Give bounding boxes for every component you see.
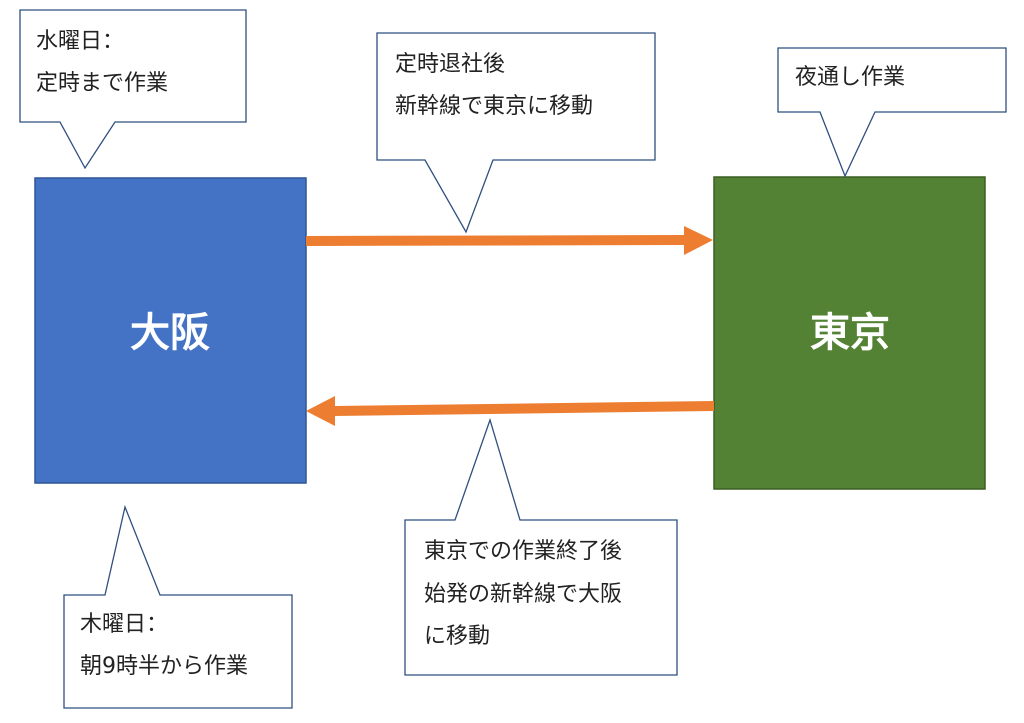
callout-after-work: 定時退社後 新幹線で東京に移動 xyxy=(376,32,656,234)
osaka-node: 大阪 xyxy=(34,177,307,484)
tokyo-box xyxy=(713,176,986,490)
osaka-box xyxy=(34,177,307,484)
arrow-osaka-to-tokyo-head xyxy=(684,226,713,255)
callout-wednesday-line2: 定時まで作業 xyxy=(36,71,168,96)
callout-thursday: 木曜日： 朝9時半から作業 xyxy=(63,504,293,709)
callout-after-tokyo-line2: 始発の新幹線で大阪 xyxy=(424,582,622,607)
callout-all-night: 夜通し作業 xyxy=(777,47,1007,178)
callout-all-night-line1: 夜通し作業 xyxy=(795,65,905,90)
callout-after-tokyo-line3: に移動 xyxy=(424,624,490,649)
callout-after-work-line2: 新幹線で東京に移動 xyxy=(395,94,593,119)
tokyo-label: 東京 xyxy=(810,310,890,356)
callout-thursday-line1: 木曜日： xyxy=(80,612,168,637)
tokyo-node: 東京 xyxy=(713,176,986,490)
callout-after-tokyo-shape xyxy=(404,417,678,676)
osaka-label: 大阪 xyxy=(130,310,210,356)
callout-after-work-line1: 定時退社後 xyxy=(395,52,505,77)
callout-wednesday: 水曜日： 定時まで作業 xyxy=(19,9,247,170)
callout-after-tokyo: 東京での作業終了後 始発の新幹線で大阪 に移動 xyxy=(404,417,678,676)
arrow-tokyo-to-osaka-shaft xyxy=(333,401,715,416)
callout-thursday-shape xyxy=(63,504,293,709)
callout-wednesday-line1: 水曜日： xyxy=(36,29,124,54)
arrow-tokyo-to-osaka xyxy=(306,396,715,426)
callout-thursday-line2: 朝9時半から作業 xyxy=(80,654,248,679)
callout-wednesday-shape xyxy=(19,9,247,170)
callout-after-tokyo-line1: 東京での作業終了後 xyxy=(424,539,622,564)
arrow-tokyo-to-osaka-head xyxy=(306,396,335,426)
arrow-osaka-to-tokyo xyxy=(305,226,713,255)
callout-after-work-shape xyxy=(376,32,656,234)
callout-all-night-shape xyxy=(777,47,1007,178)
arrow-osaka-to-tokyo-shaft xyxy=(305,235,686,246)
